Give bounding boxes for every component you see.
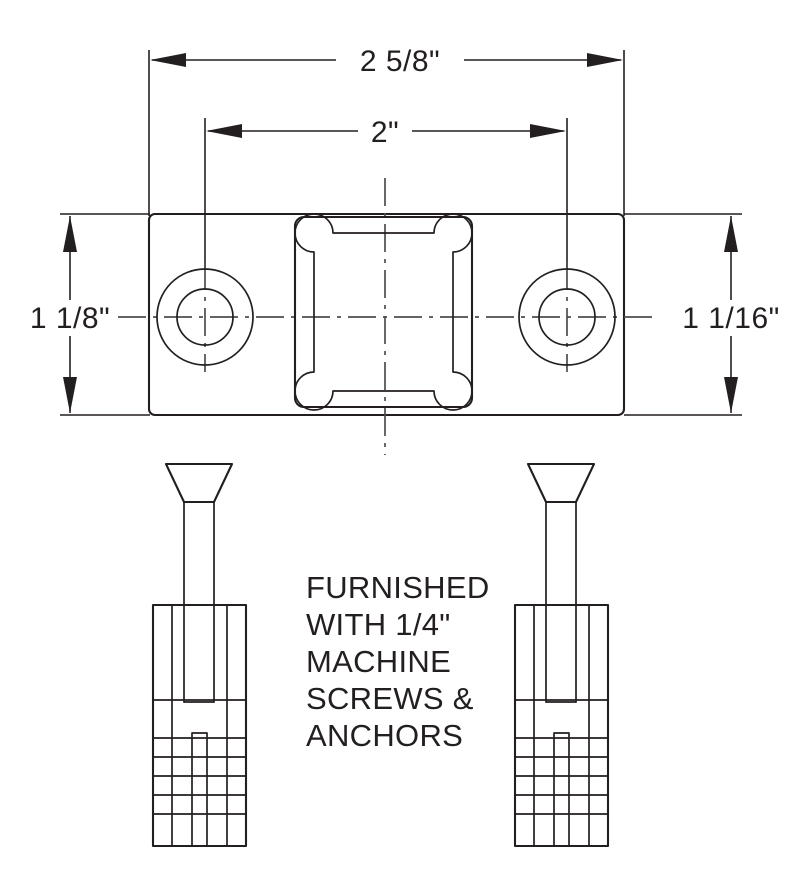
screw-hole-right — [518, 268, 616, 366]
dimension-label-overall-width: 2 5/8" — [360, 45, 440, 78]
screw-hole-left-inner-circle — [176, 288, 234, 346]
arrowhead-top-left-height — [63, 216, 77, 252]
arrowhead-top-right-height — [724, 216, 738, 252]
anchor-body-right — [513, 603, 610, 848]
centerlines — [118, 178, 655, 455]
screw-head-right — [526, 462, 596, 504]
arrowhead-right-overall — [587, 53, 623, 67]
screw-head-left — [164, 462, 234, 504]
arrowhead-right-spacing — [530, 124, 566, 138]
mounting-plate-top-view — [147, 212, 626, 417]
note-line-3: MACHINE — [306, 644, 451, 679]
dimension-label-height-left: 1 1/8" — [30, 302, 110, 335]
center-boss-outer-square — [293, 215, 474, 409]
anchor-body-left — [151, 603, 248, 848]
dimension-height-right: 1 1/16" — [624, 213, 780, 416]
note-line-2: WITH 1/4" — [306, 607, 451, 642]
arrowhead-bottom-left-height — [63, 377, 77, 413]
plate-outline — [147, 212, 626, 417]
screw-hole-left — [156, 268, 254, 366]
dimension-label-height-right: 1 1/16" — [682, 302, 780, 335]
dimension-label-hole-spacing: 2" — [371, 116, 399, 149]
arrowhead-bottom-right-height — [724, 377, 738, 413]
dimension-height-left: 1 1/8" — [30, 213, 150, 416]
note-block: FURNISHED WITH 1/4" MACHINE SCREWS & ANC… — [306, 570, 490, 753]
note-line-4: SCREWS & — [306, 681, 474, 716]
dimension-hole-spacing: 2" — [204, 116, 568, 270]
anchor-assembly-left — [151, 462, 248, 848]
screw-hole-right-inner-circle — [538, 288, 596, 346]
screw-hole-left-outer-circle — [156, 268, 254, 366]
anchor-left-split-slot — [191, 732, 208, 847]
dimension-overall-width: 2 5/8" — [148, 45, 625, 216]
note-line-5: ANCHORS — [306, 718, 463, 753]
anchor-right-split-slot — [553, 732, 570, 847]
arrowhead-left-overall — [150, 53, 186, 67]
arrowhead-left-spacing — [206, 124, 242, 138]
note-line-1: FURNISHED — [306, 570, 490, 605]
screw-hole-right-outer-circle — [518, 268, 616, 366]
anchor-assembly-right — [513, 462, 610, 848]
center-boss-relief-cutout — [294, 213, 473, 411]
center-boss — [293, 213, 474, 411]
